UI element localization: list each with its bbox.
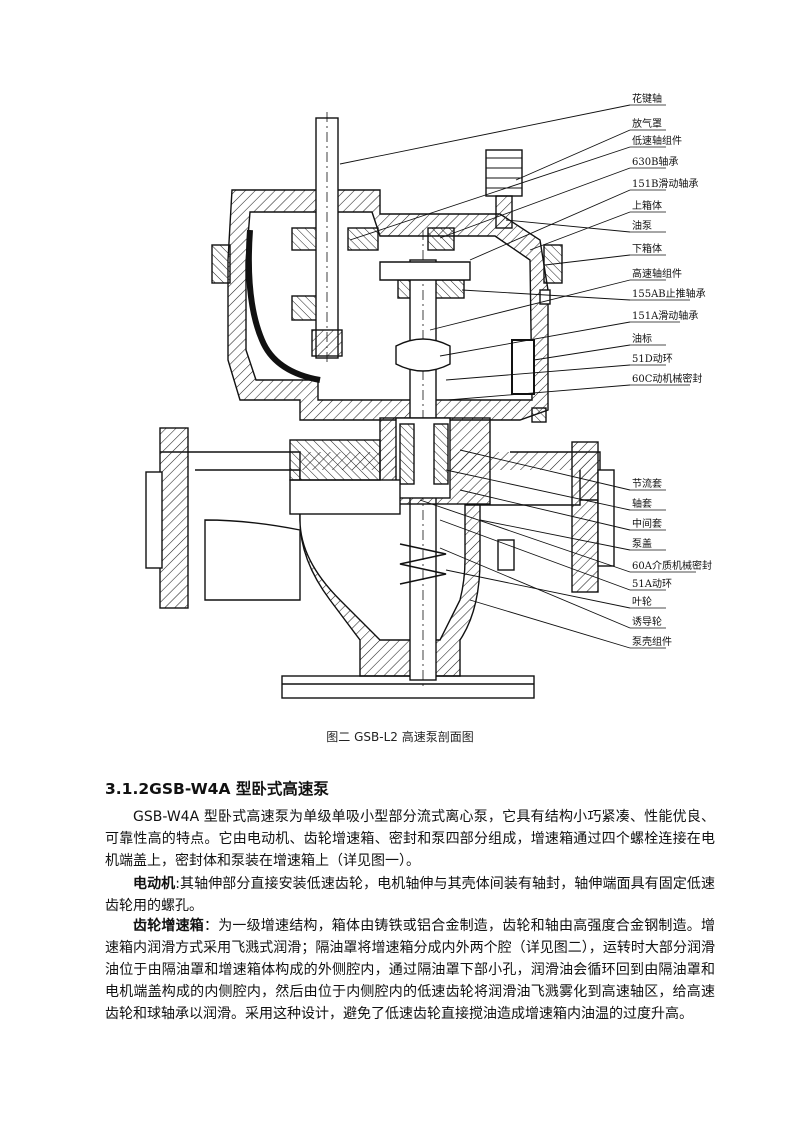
label-casing: 泵壳组件: [632, 635, 672, 648]
label-630b-bearing: 630B轴承: [632, 155, 678, 168]
figure-caption: 图二 GSB-L2 高速泵剖面图: [326, 730, 474, 744]
motor-text: :其轴伸部分直接安装低速齿轮，电机轴伸与其壳体间装有轴封，轴伸端面具有固定低速齿…: [105, 876, 716, 914]
leader-lines: [339, 104, 696, 649]
motor-paragraph: 电动机:其轴伸部分直接安装低速齿轮，电机轴伸与其壳体间装有轴封，轴伸端面具有固定…: [105, 873, 715, 917]
label-inducer: 诱导轮: [632, 615, 662, 628]
gearbox-term: 齿轮增速箱: [133, 918, 204, 934]
section-heading: 3.1.2GSB-W4A 型卧式高速泵: [105, 780, 329, 798]
label-lower-housing: 下箱体: [632, 242, 662, 255]
motor-term: 电动机: [133, 876, 176, 892]
label-impeller: 叶轮: [632, 595, 652, 608]
label-throttle-sleeve: 节流套: [632, 477, 662, 490]
label-51a-ring: 51A动环: [632, 578, 672, 590]
label-oil-pump: 油泵: [632, 219, 652, 232]
intro-text: GSB-W4A 型卧式高速泵为单级单吸小型部分流式离心泵，它具有结构小巧紧凑、性…: [105, 809, 715, 869]
drawing-outline: [145, 112, 615, 699]
gearbox-paragraph: 齿轮增速箱：为一级增速结构，箱体由铸铁或铝合金制造，齿轮和轴由高强度合金钢制造。…: [105, 915, 715, 1025]
label-oil-gauge: 油标: [632, 332, 652, 345]
label-151b-bearing: 151B滑动轴承: [632, 177, 698, 190]
label-spline-shaft: 花键轴: [632, 92, 662, 105]
label-60a-seal: 60A介质机械密封: [632, 559, 712, 572]
label-155ab-thrust-bearing: 155AB止推轴承: [632, 287, 706, 300]
label-high-speed-shaft: 高速轴组件: [632, 267, 682, 280]
label-60c-seal: 60C动机械密封: [632, 372, 702, 385]
intro-paragraph: GSB-W4A 型卧式高速泵为单级单吸小型部分流式离心泵，它具有结构小巧紧凑、性…: [105, 806, 715, 872]
label-51d-ring: 51D动环: [632, 353, 673, 365]
callout-labels: 花键轴 放气罩 低速轴组件 630B轴承 151B滑动轴承 上箱体 油泵 下箱体…: [632, 92, 712, 648]
label-pump-cover: 泵盖: [632, 537, 652, 550]
label-shaft-sleeve: 轴套: [632, 497, 652, 510]
label-vent-cap: 放气罩: [632, 117, 662, 130]
label-upper-housing: 上箱体: [632, 199, 662, 212]
label-low-speed-shaft: 低速轴组件: [632, 134, 682, 147]
label-151a-bearing: 151A滑动轴承: [632, 309, 698, 322]
gearbox-text: ：为一级增速结构，箱体由铸铁或铝合金制造，齿轮和轴由高强度合金钢制造。增速箱内润…: [105, 918, 715, 1022]
label-middle-sleeve: 中间套: [632, 517, 662, 530]
pump-cross-section-drawing: 花键轴 放气罩 低速轴组件 630B轴承 151B滑动轴承 上箱体 油泵 下箱体…: [145, 92, 712, 699]
